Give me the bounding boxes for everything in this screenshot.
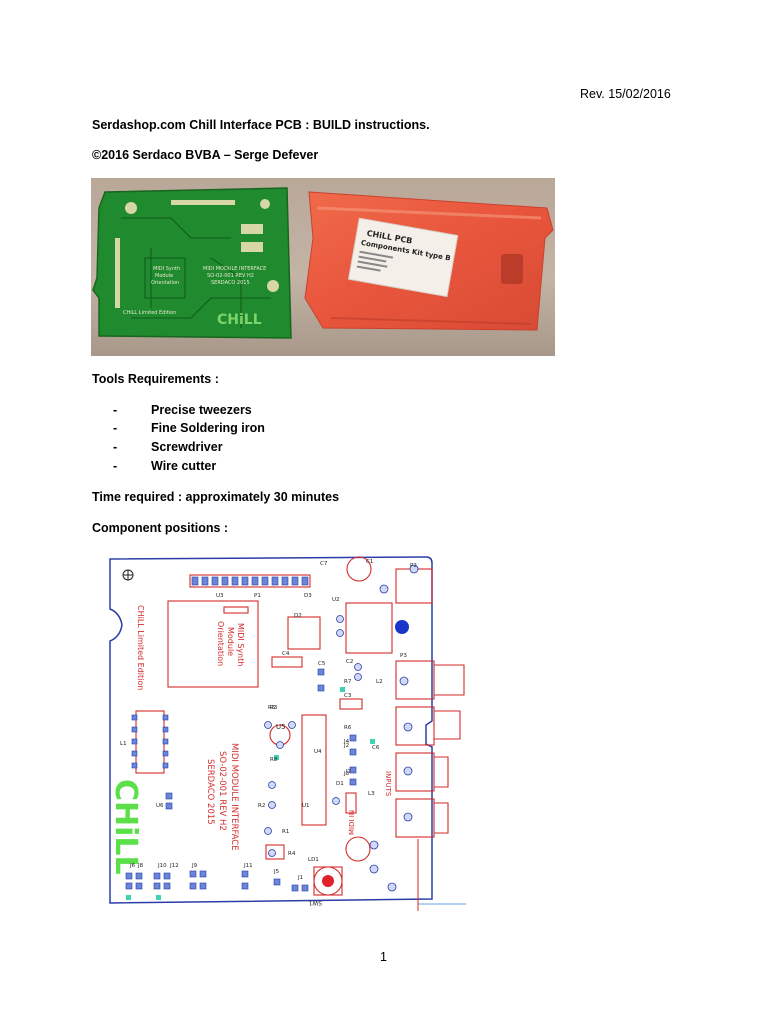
tool-name: Fine Soldering iron [151, 421, 265, 435]
board-chill-logo: CHiLL [108, 779, 143, 875]
photo-pcb-text: SO-02-001 REV H2 [207, 273, 254, 279]
photo-pcb-text: MIDI Synth [153, 266, 180, 272]
ref-designator: J9 [191, 863, 198, 869]
photo-chill-logo: CHiLL [217, 312, 262, 328]
component-bag-photo: CHiLL PCB Components Kit type B [304, 191, 554, 331]
ref-designator: J6 [129, 863, 136, 869]
ref-designator: L2 [376, 679, 383, 685]
photo-pcb-text: Orientation [151, 280, 179, 286]
ref-designator: U5 [276, 723, 286, 731]
list-item: -Fine Soldering iron [113, 421, 265, 435]
kit-photo: MIDI MODULE INTERFACE SO-02-001 REV H2 S… [91, 178, 555, 356]
photo-pcb-text: SERDACO 2015 [211, 280, 250, 286]
ref-designator: J1 [297, 875, 303, 881]
ref-designator: L3 [368, 791, 375, 797]
board-edition-text: CHiLL Limited Edition [136, 605, 145, 690]
photo-pcb-text: CHiLL Limited Edition [123, 310, 176, 316]
ref-designator: R1 [282, 829, 289, 835]
component-layout-diagram: CHiLL Limited Edition MIDI Synth Module … [96, 549, 468, 911]
list-item: -Screwdriver [113, 440, 223, 454]
ref-designator: J8 [137, 863, 144, 869]
ref-designator: C4 [282, 651, 290, 657]
ref-designator: P1 [254, 593, 261, 599]
ref-designator: LD1 [308, 857, 319, 863]
document-title: Serdashop.com Chill Interface PCB : BUIL… [92, 118, 430, 132]
ref-designator: J12 [169, 863, 179, 869]
ref-designator: J2 [343, 743, 349, 749]
ref-designator: J3 [343, 771, 350, 777]
board-switch-label: SW1 [308, 899, 322, 906]
board-orientation-text: Orientation [216, 621, 225, 666]
ref-designator: D3 [304, 593, 312, 599]
ref-designator: L1 [120, 741, 127, 747]
ref-designator: C1 [366, 559, 373, 565]
ref-designator: U1 [302, 803, 310, 809]
board-inputs-label: INPUTS [384, 771, 392, 797]
copyright-line: ©2016 Serdaco BVBA – Serge Defever [92, 148, 319, 162]
ref-designator: R7 [344, 679, 352, 685]
list-item: -Wire cutter [113, 459, 217, 473]
ref-designator: C5 [318, 661, 326, 667]
board-interface-text: SERDACO 2015 [205, 759, 215, 825]
ref-designator: R6 [344, 725, 352, 731]
photo-pcb-text: Module [155, 273, 173, 279]
tools-heading: Tools Requirements : [92, 372, 219, 386]
component-positions-heading: Component positions : [92, 521, 229, 535]
ref-designator: C6 [372, 745, 380, 751]
ref-designator: U6 [156, 803, 164, 809]
page-number: 1 [380, 950, 387, 964]
ref-designator: R3 [270, 705, 278, 711]
tool-name: Screwdriver [151, 440, 223, 454]
ref-designator: C7 [320, 561, 328, 567]
ref-designator: U3 [216, 593, 224, 599]
ref-designator: U4 [314, 749, 322, 755]
ref-designator: R5 [268, 705, 276, 711]
ref-designator: R2 [258, 803, 265, 809]
ref-designator: C2 [346, 659, 353, 665]
ref-designator: J10 [157, 863, 167, 869]
tool-name: Wire cutter [151, 459, 217, 473]
ref-designator: R4 [288, 851, 296, 857]
revision-date: Rev. 15/02/2016 [580, 87, 671, 101]
board-interface-text: MIDI MODULE INTERFACE [229, 743, 239, 851]
ref-designator: J7 [345, 769, 352, 775]
ref-designator: U2 [332, 597, 340, 603]
ref-designator: P2 [410, 563, 417, 569]
board-orientation-text: Module [226, 627, 235, 656]
ref-designator: D2 [294, 613, 302, 619]
board-midi-in-label: MIDI IN [348, 810, 356, 835]
board-interface-text: SO-02-001 REV H2 [217, 751, 227, 831]
photo-pcb-text: MIDI MODULE INTERFACE [203, 266, 266, 272]
board-orientation-text: MIDI Synth [236, 623, 245, 666]
ref-designator: J4 [343, 739, 350, 745]
ref-designator: R8 [270, 757, 278, 763]
tool-name: Precise tweezers [151, 403, 252, 417]
list-item: -Precise tweezers [113, 403, 252, 417]
ref-designator: D1 [336, 781, 344, 787]
ref-designator: J11 [243, 863, 253, 869]
ref-designator: J5 [273, 869, 280, 875]
ref-designator: P3 [400, 653, 407, 659]
pcb-board-photo: MIDI MODULE INTERFACE SO-02-001 REV H2 S… [92, 187, 292, 339]
ref-designator: C3 [344, 693, 352, 699]
time-required: Time required : approximately 30 minutes [92, 490, 340, 504]
